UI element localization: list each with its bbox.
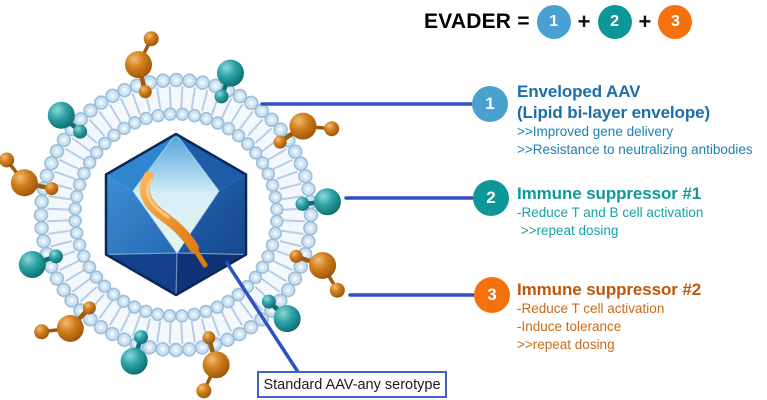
annotation-2-number-badge: 2	[473, 180, 509, 216]
annotation-3-title-line-1: Immune suppressor #2	[517, 280, 702, 299]
evader-formula: EVADER = 1 + 2 + 3	[424, 3, 693, 41]
annotation-1-bullet-2: >>Resistance to neutralizing antibodies	[517, 142, 753, 157]
annotation-3-bullet-3: >>repeat dosing	[517, 337, 615, 352]
evader-term-3-badge: 3	[658, 5, 693, 39]
annotation-3-bullet-1: -Reduce T cell activation	[517, 301, 665, 316]
capsid-callout-label: Standard AAV-any serotype	[263, 376, 441, 393]
evader-label: EVADER =	[424, 10, 530, 33]
annotation-2-text: Immune suppressor #1 -Reduce T and B cel…	[517, 183, 703, 240]
annotation-2-bullet-2: >>repeat dosing	[517, 223, 619, 238]
annotation-3-text: Immune suppressor #2 -Reduce T cell acti…	[517, 279, 701, 354]
capsid-callout-box: Standard AAV-any serotype	[257, 371, 447, 398]
plus-sign-1: +	[577, 9, 591, 34]
annotation-3-bullet-2: -Induce tolerance	[517, 319, 622, 334]
annotation-3-number-badge: 3	[474, 277, 510, 313]
annotation-2-bullet-1: -Reduce T and B cell activation	[517, 205, 704, 220]
immune-suppressor-molecules	[0, 31, 345, 399]
lipid-tails	[47, 86, 305, 344]
annotation-1-title-line-1: Enveloped AAV	[517, 82, 641, 101]
evader-term-1-badge: 1	[536, 5, 571, 39]
plus-sign-2: +	[638, 9, 652, 34]
membrane-inner-bead-ring	[68, 107, 284, 323]
membrane-annulus	[45, 84, 307, 346]
membrane-outer-bead-ring	[33, 72, 319, 358]
annotation-1-number-badge: 1	[472, 86, 508, 122]
annotation-1-bullet-1: >>Improved gene delivery	[517, 124, 674, 139]
aav-capsid-icosahedron	[104, 132, 248, 297]
capsid-callout-line	[225, 261, 300, 374]
genome-ribbon	[139, 171, 208, 268]
capsid-facet-ridges	[105, 133, 247, 296]
annotation-2-title-line-1: Immune suppressor #1	[517, 184, 702, 203]
annotation-1-title-line-2: (Lipid bi-layer envelope)	[517, 103, 711, 122]
connector-lines	[225, 102, 477, 374]
annotation-1-text: Enveloped AAV (Lipid bi-layer envelope) …	[517, 81, 753, 159]
evader-term-2-badge: 2	[597, 5, 632, 39]
